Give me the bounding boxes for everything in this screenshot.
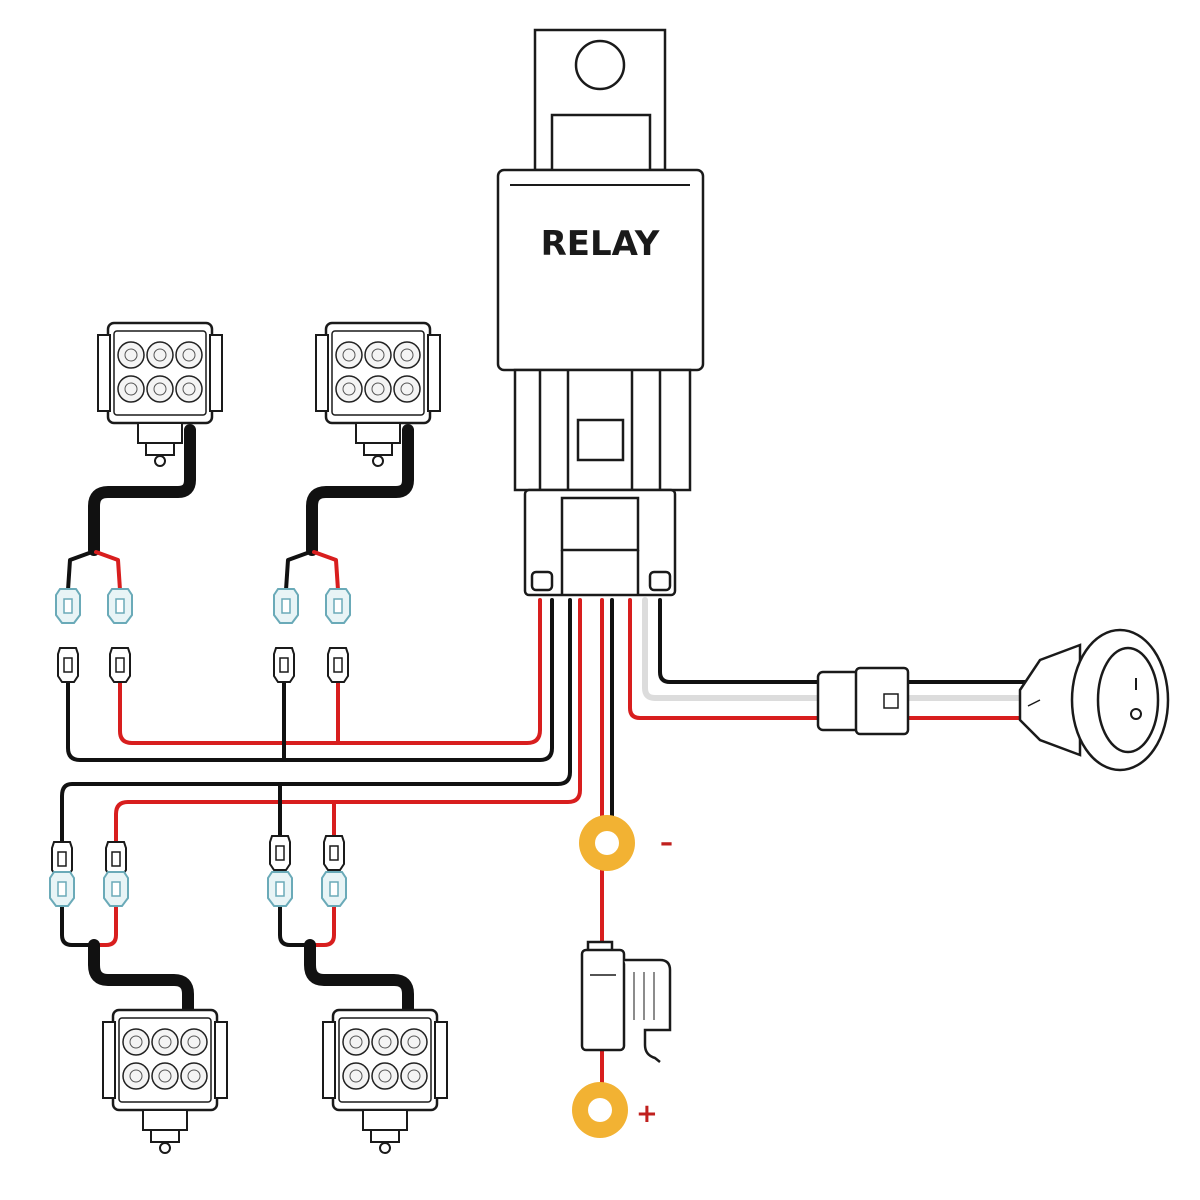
wire-white-switch [642,597,823,701]
relay: RELAY [496,28,705,597]
wire-top-left-black [66,550,94,592]
relay-mount-hole [574,39,626,91]
wire-bottom-right-black [278,903,308,947]
led-light-bottom-left [101,1008,229,1155]
led-light-top-right [314,321,442,468]
wire-red-bottom-loop [114,598,582,847]
connector-male [55,588,81,624]
wire-top-right-black [284,550,312,592]
connector-female [323,835,345,871]
negative-terminal-label: – [660,828,673,858]
wire-black-bottom-loop [60,598,572,847]
led-light-top-left [96,321,224,468]
connector-female [105,841,127,877]
connector-female [273,647,295,683]
wire-red-switch [628,598,822,720]
fuse-holder [580,940,672,1063]
wire-black-switch [658,598,822,684]
wire-bottom-left-black [60,903,94,947]
connector-male [325,588,351,624]
positive-terminal-label: + [636,1099,658,1129]
ring-terminal-positive [572,1082,628,1138]
connector-male [321,871,347,907]
relay-label: RELAY [541,224,660,264]
led-light-bottom-right [321,1008,449,1155]
ring-terminal-negative [579,815,635,871]
cable-bottom-right-light [304,939,414,1016]
wire-top-left-red [94,550,122,592]
relay-body [496,168,705,372]
connector-male [107,588,133,624]
connector-female [57,647,79,683]
connector-female [109,647,131,683]
wire-red-top-loop [118,598,542,745]
wires [60,424,1028,1097]
connector-male [103,871,129,907]
cable-top-left-light [88,424,196,556]
switch-harness-connector [816,666,910,736]
wire-bottom-right-red [312,903,336,947]
connector-male [267,871,293,907]
connector-male [273,588,299,624]
connectors [49,588,351,907]
rocker-switch [1018,628,1170,772]
cable-top-right-light [306,424,414,556]
wire-black-top-loop [66,598,554,762]
cable-bottom-left-light [88,939,194,1016]
connector-female [327,647,349,683]
switch-off-mark [1130,708,1142,720]
wire-top-right-red [312,550,340,592]
connector-male [49,871,75,907]
wire-bottom-left-red [94,903,118,947]
connector-female [51,841,73,877]
connector-female [269,835,291,871]
